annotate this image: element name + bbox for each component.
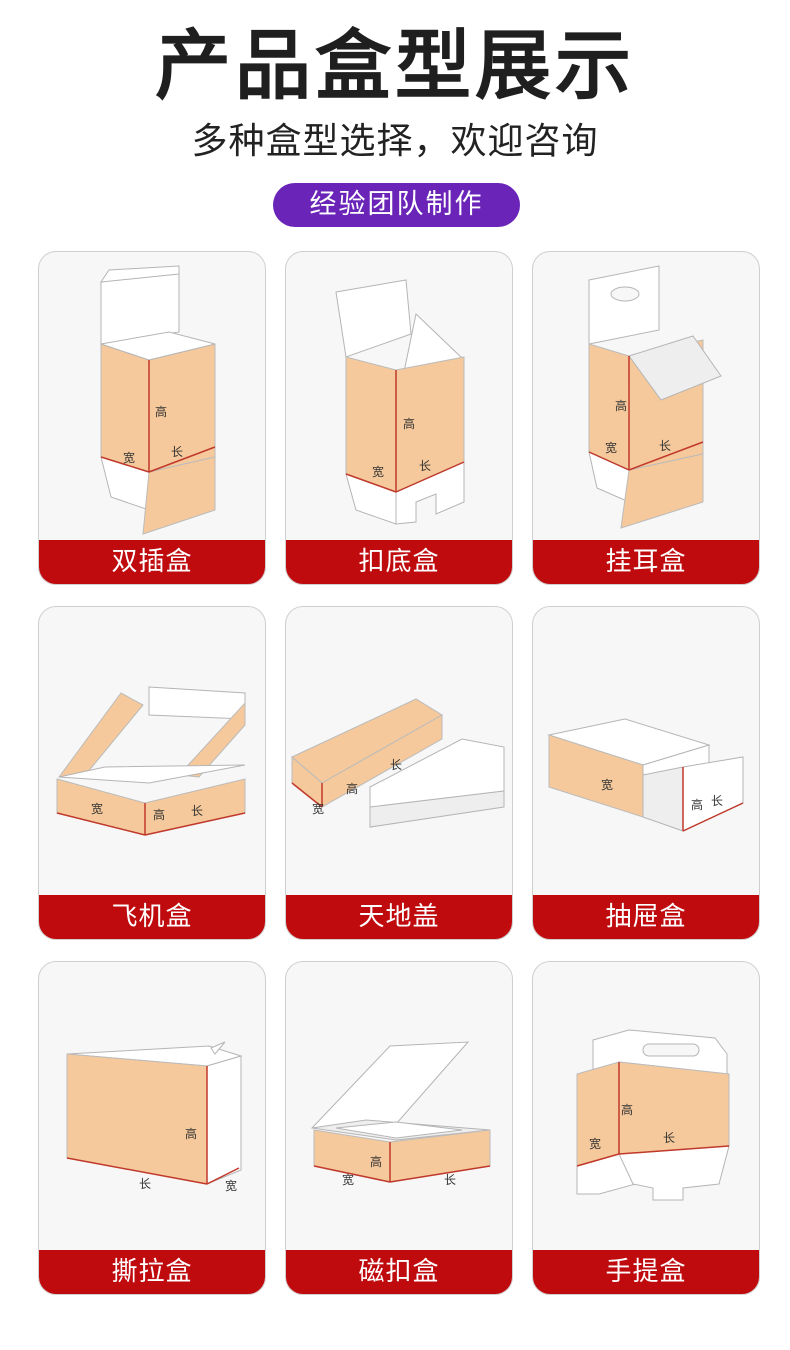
double-tuck-box-illustration: 高 宽 长 bbox=[99, 265, 216, 535]
dim-height-label: 高 bbox=[403, 416, 415, 431]
box-label: 天地盖 bbox=[286, 895, 512, 939]
dim-height-label: 高 bbox=[153, 807, 165, 822]
handle-box-illustration: 高 宽 长 bbox=[576, 1029, 730, 1201]
box-label: 抽屉盒 bbox=[533, 895, 759, 939]
dim-width-label: 宽 bbox=[601, 777, 613, 792]
box-card-handle[interactable]: 高 宽 长 手提盒 bbox=[532, 961, 760, 1295]
dim-length-label: 长 bbox=[390, 758, 402, 772]
dim-width-label: 宽 bbox=[91, 801, 103, 816]
box-label: 扣底盒 bbox=[286, 540, 512, 584]
box-card-hang-tab[interactable]: 高 宽 长 挂耳盒 bbox=[532, 251, 760, 585]
box-label: 手提盒 bbox=[533, 1250, 759, 1294]
dim-length-label: 长 bbox=[444, 1173, 456, 1187]
lock-bottom-box-illustration: 高 宽 长 bbox=[335, 279, 466, 525]
box-card-lid-base[interactable]: 长 高 宽 天地盖 bbox=[285, 606, 513, 940]
dim-width-label: 宽 bbox=[225, 1178, 237, 1193]
dim-width-label: 宽 bbox=[372, 464, 384, 479]
box-label: 磁扣盒 bbox=[286, 1250, 512, 1294]
box-card-double-tuck[interactable]: 高 宽 长 双插盒 bbox=[38, 251, 266, 585]
box-label: 飞机盒 bbox=[39, 895, 265, 939]
dim-length-label: 长 bbox=[191, 804, 203, 818]
box-card-mailer[interactable]: 宽 高 长 飞机盒 bbox=[38, 606, 266, 940]
dim-height-label: 高 bbox=[615, 398, 627, 413]
box-card-lock-bottom[interactable]: 高 宽 长 扣底盒 bbox=[285, 251, 513, 585]
box-label: 挂耳盒 bbox=[533, 540, 759, 584]
team-badge: 经验团队制作 bbox=[273, 183, 520, 227]
dim-width-label: 宽 bbox=[589, 1136, 601, 1151]
dim-height-label: 高 bbox=[621, 1102, 633, 1117]
page-title: 产品盒型展示 bbox=[155, 21, 635, 110]
dim-length-label: 长 bbox=[659, 439, 671, 453]
dim-length-label: 长 bbox=[171, 445, 183, 459]
dim-length-label: 长 bbox=[419, 459, 431, 473]
dim-width-label: 宽 bbox=[342, 1172, 354, 1187]
box-label: 撕拉盒 bbox=[39, 1250, 265, 1294]
box-card-tear-strip[interactable]: 高 长 宽 撕拉盒 bbox=[38, 961, 266, 1295]
dim-width-label: 宽 bbox=[312, 801, 324, 816]
dim-height-label: 高 bbox=[370, 1154, 382, 1169]
dim-height-label: 高 bbox=[185, 1126, 197, 1141]
box-card-magnetic[interactable]: 高 宽 长 磁扣盒 bbox=[285, 961, 513, 1295]
hang-tab-box-illustration: 高 宽 长 bbox=[588, 265, 722, 529]
box-card-drawer[interactable]: 宽 高 长 抽屉盒 bbox=[532, 606, 760, 940]
dim-length-label: 长 bbox=[711, 794, 723, 808]
box-type-grid: 高 宽 长 双插盒 高 宽 长 扣底盒 bbox=[38, 251, 760, 1299]
dim-width-label: 宽 bbox=[605, 440, 617, 455]
drawer-box-illustration: 宽 高 长 bbox=[547, 718, 744, 832]
mailer-box-illustration: 宽 高 长 bbox=[56, 686, 246, 836]
tear-strip-box-illustration: 高 长 宽 bbox=[66, 1041, 243, 1193]
box-label: 双插盒 bbox=[39, 540, 265, 584]
magnetic-box-illustration: 高 宽 长 bbox=[310, 1041, 491, 1187]
dim-height-label: 高 bbox=[691, 797, 703, 812]
dim-width-label: 宽 bbox=[123, 450, 135, 465]
dim-height-label: 高 bbox=[346, 781, 358, 796]
dim-length-label: 长 bbox=[663, 1131, 675, 1145]
lid-base-box-illustration: 长 高 宽 bbox=[291, 698, 505, 828]
dim-height-label: 高 bbox=[155, 404, 167, 419]
dim-length-label: 长 bbox=[139, 1177, 151, 1191]
page-subtitle: 多种盒型选择，欢迎咨询 bbox=[191, 121, 599, 162]
